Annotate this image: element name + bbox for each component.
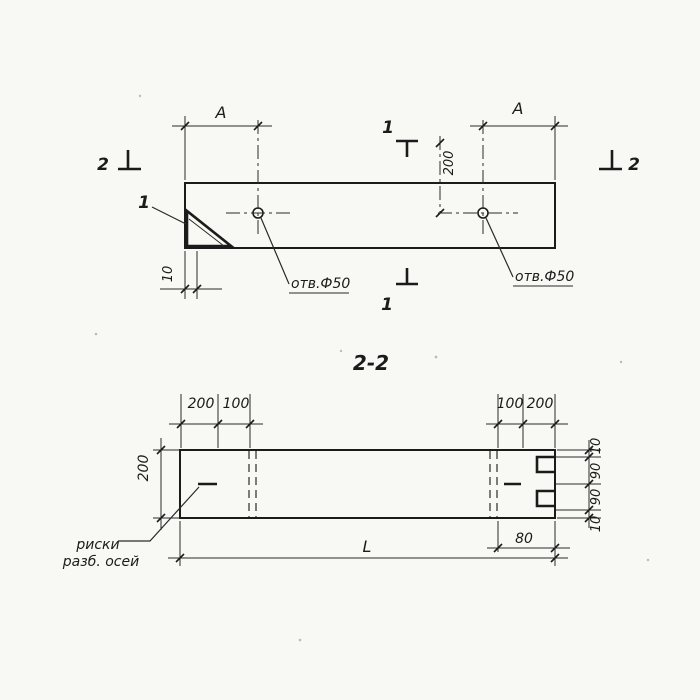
section-1-top-label: 1 <box>382 118 394 138</box>
dim-top-right-200-value: 200 <box>527 396 554 412</box>
axis-marks-label-line2: разб. осей <box>62 554 139 570</box>
dim-200-vertical-value: 200 <box>442 151 457 176</box>
section-title: 2-2 <box>353 351 389 375</box>
corner-triangle-detail <box>185 208 235 248</box>
dim-tick <box>156 513 166 523</box>
dim-tick <box>478 121 488 131</box>
dim-tick <box>493 419 503 429</box>
dim-tick <box>550 419 560 429</box>
dim-L-value: L <box>363 537 372 556</box>
scan-speckle <box>434 355 438 359</box>
hole-label-left: отв.Ф50 <box>291 276 350 292</box>
scan-speckle <box>298 638 302 642</box>
notch-upper <box>535 455 555 474</box>
section-view: 200 100 100 200 200 10 90 90 10 <box>62 394 604 570</box>
dim-top-right-100-value: 100 <box>497 396 524 412</box>
dim-top-left-200-value: 200 <box>188 396 215 412</box>
axis-marks-label-line1: риски <box>75 537 119 553</box>
dim-tick <box>180 284 190 294</box>
dim-right-10-top-value: 10 <box>589 438 604 455</box>
dim-A-left-value: A <box>215 103 227 122</box>
dim-right-10-bottom-value: 10 <box>589 516 604 533</box>
hole-label-left-leader <box>260 217 290 285</box>
dim-right-90-lower-value: 90 <box>589 489 604 506</box>
section-body-outline <box>179 449 556 519</box>
dim-tick <box>253 121 263 131</box>
dim-tick <box>584 505 594 515</box>
dim-tick <box>584 445 594 455</box>
dim-A-right-value: A <box>512 99 524 118</box>
scan-artifacts <box>94 94 650 642</box>
plan-body-outline <box>184 182 556 249</box>
dim-tick <box>156 445 166 455</box>
scan-speckle <box>138 94 142 98</box>
dim-tick <box>550 121 560 131</box>
notch-lower <box>535 489 555 508</box>
dim-tick <box>550 553 560 563</box>
corner-triangle-inner-line <box>188 218 225 247</box>
dim-tick <box>213 419 223 429</box>
hole-label-right: отв.Ф50 <box>515 269 574 285</box>
dim-tick <box>180 121 190 131</box>
axis-marks-leader <box>118 486 200 542</box>
dim-tick <box>192 284 202 294</box>
dim-right-90-upper-value: 90 <box>589 463 604 480</box>
dim-tick <box>245 419 255 429</box>
dim-tick <box>584 479 594 489</box>
scan-speckle <box>94 332 98 336</box>
dim-tick <box>518 419 528 429</box>
dim-top-left-100-value: 100 <box>223 396 250 412</box>
dim-tick <box>175 553 185 563</box>
hole-label-right-leader <box>485 217 514 278</box>
dim-tick <box>435 208 445 218</box>
dim-left-200-value: 200 <box>136 455 152 482</box>
dim-80-value: 80 <box>515 531 533 547</box>
dim-tick <box>584 513 594 523</box>
dim-tick <box>493 543 503 553</box>
detail-callout-leader <box>151 206 187 225</box>
detail-callout-label: 1 <box>138 193 150 213</box>
scan-speckle <box>646 558 650 562</box>
plan-view: 1 A A 200 1 1 2 <box>97 99 640 315</box>
dim-10-left-value: 10 <box>161 266 176 283</box>
section-1-bottom-label: 1 <box>381 295 393 315</box>
section-2-right-label: 2 <box>628 155 640 175</box>
dim-tick <box>584 452 594 462</box>
dim-tick <box>176 419 186 429</box>
scan-speckle <box>619 360 623 364</box>
section-2-left-label: 2 <box>97 155 109 175</box>
dim-tick <box>435 138 445 148</box>
scan-speckle <box>339 349 343 353</box>
